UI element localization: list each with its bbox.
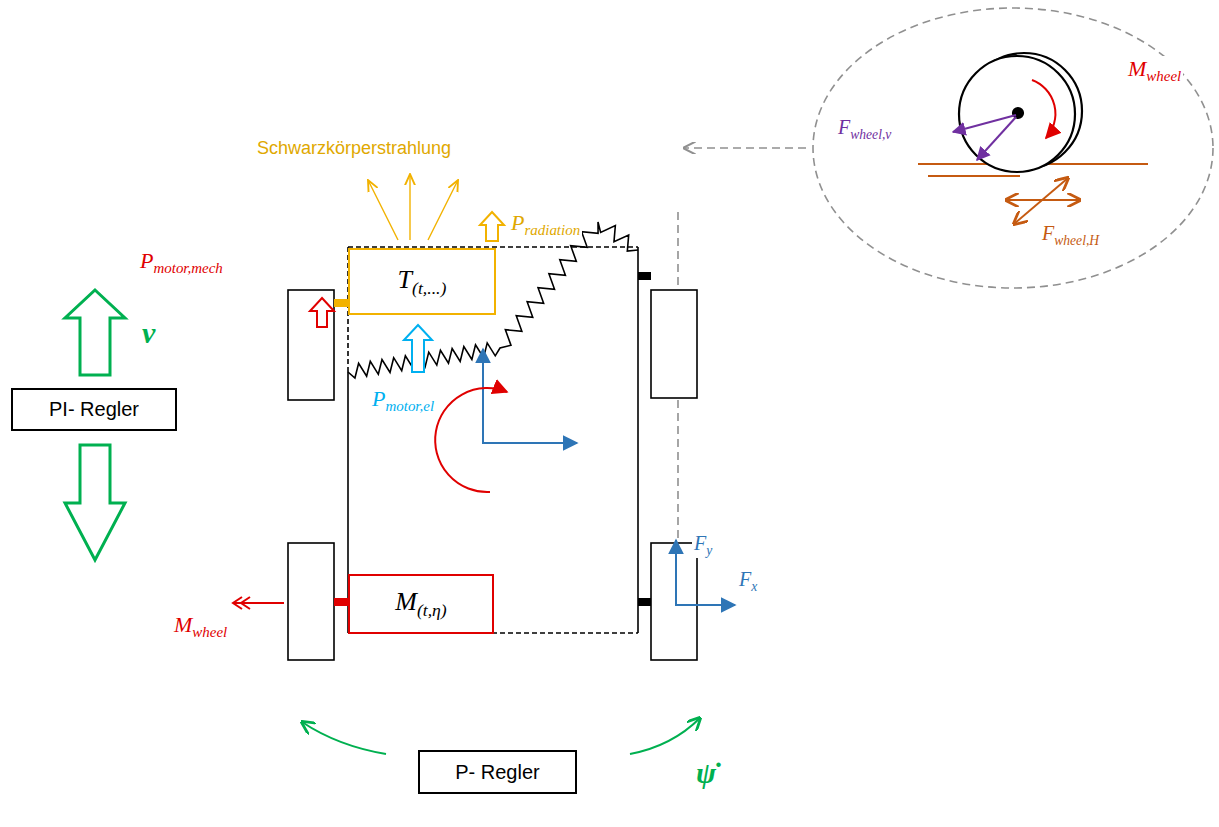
controller-box: P- Regler xyxy=(418,750,577,794)
radiation-arrow xyxy=(368,174,504,241)
wheel-torque-arrow xyxy=(241,597,250,609)
yaw-rate-label: ψ̇ xyxy=(694,756,718,791)
speed-label: v xyxy=(140,316,157,351)
ground-line xyxy=(928,175,1020,177)
wheel-torque-arrow xyxy=(233,597,284,609)
torque-label: Mwheel xyxy=(172,612,229,641)
wheel-side-view xyxy=(959,53,1082,172)
chassis-outline xyxy=(348,247,638,633)
torque-label: Mwheel xyxy=(1126,56,1183,85)
force-label: Fwheel,v xyxy=(836,116,893,142)
section-line xyxy=(684,147,806,149)
radiation-arrow xyxy=(428,180,458,240)
axle-stub xyxy=(334,598,348,606)
detail-ellipse xyxy=(813,8,1213,288)
tire-force-arrow xyxy=(1014,178,1068,224)
speed-arrow xyxy=(65,445,125,560)
wheel xyxy=(288,543,334,660)
section-line xyxy=(678,148,806,543)
body-axes xyxy=(482,442,577,444)
power-label: Pradiation xyxy=(509,210,582,239)
el-power-arrow xyxy=(404,325,432,372)
section-line xyxy=(677,212,679,290)
thermal-model-box: T(t,...) xyxy=(348,248,496,315)
yaw-rate-arrow xyxy=(302,722,386,754)
node-label: M(t,η) xyxy=(395,587,447,621)
force-label: Fx xyxy=(737,568,759,594)
wheel-load-arrow xyxy=(977,117,1016,160)
wheel-torque-arrow xyxy=(1032,80,1055,138)
power-label: Pmotor,el xyxy=(370,386,436,415)
yaw-arrow xyxy=(435,388,507,492)
wheel xyxy=(651,543,697,660)
force-label: Fy xyxy=(692,532,714,558)
axle-stub xyxy=(638,272,651,280)
cut-line xyxy=(348,222,638,378)
body-axes xyxy=(482,349,484,443)
section-line xyxy=(677,400,679,543)
node-label: PI- Regler xyxy=(49,398,139,421)
node-label: P- Regler xyxy=(455,761,539,784)
force-label: Fwheel,H xyxy=(1040,222,1101,248)
yaw-rate-arrow xyxy=(630,718,700,754)
yaw-rate-arrow xyxy=(302,718,700,754)
wheel-load-arrow xyxy=(953,115,1016,132)
node-label: T(t,...) xyxy=(398,265,447,299)
power-label: Pmotor,mech xyxy=(138,248,225,277)
mech-power-arrow xyxy=(310,298,334,327)
speed-arrow xyxy=(65,290,125,375)
radiation-arrow xyxy=(480,212,504,241)
axle-stub xyxy=(334,299,348,307)
radiation-arrow xyxy=(368,180,398,240)
controller-box: PI- Regler xyxy=(11,388,177,431)
wheel-force-axes xyxy=(675,540,677,605)
radiation-arrow xyxy=(409,174,410,240)
wheel-side-view xyxy=(1013,108,1023,118)
wheel xyxy=(288,290,697,660)
wheel xyxy=(651,290,697,398)
cut-line xyxy=(348,222,638,378)
wheel xyxy=(288,290,334,400)
wheel-load-arrow xyxy=(953,115,1016,160)
axle-stub xyxy=(334,272,651,606)
axle-stub xyxy=(638,598,651,606)
wheel-side-view xyxy=(959,56,1075,172)
body-axes xyxy=(482,349,577,443)
wheel-force-axes xyxy=(675,604,735,606)
chassis-outline xyxy=(637,247,639,633)
radiation-label: Schwarzkörperstrahlung xyxy=(255,138,453,159)
tire-force-arrow xyxy=(1006,178,1080,224)
motor-model-box: M(t,η) xyxy=(348,574,494,634)
